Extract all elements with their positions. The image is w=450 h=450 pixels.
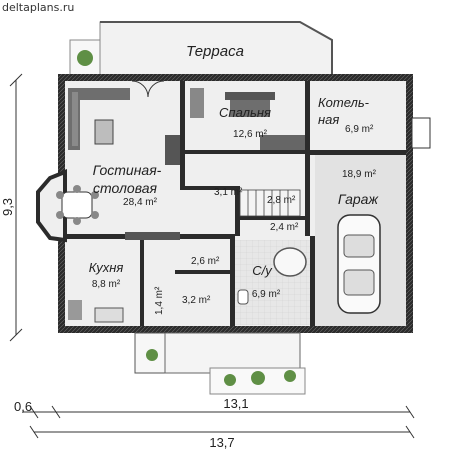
boiler-label-1: Котель-	[318, 95, 370, 110]
terrace-door	[131, 80, 165, 98]
kitchen-area: 8,8 m²	[92, 279, 121, 290]
bathtub	[273, 247, 307, 277]
staircase	[239, 189, 301, 217]
boiler-label-2: ная	[318, 112, 339, 127]
inner-width-label: 13,1	[223, 396, 248, 411]
toilet	[237, 289, 249, 305]
boiler-lower-area: 18,9 m²	[342, 169, 377, 180]
wardrobe	[260, 135, 305, 150]
watermark: deltaplans.ru	[2, 1, 75, 14]
sofa	[68, 88, 130, 150]
car	[337, 214, 381, 314]
exterior-walls	[58, 74, 413, 333]
bedroom-area: 12,6 m²	[233, 129, 268, 140]
side-door	[411, 117, 431, 149]
bay-window	[36, 169, 67, 243]
hall1-area: 3,1 m²	[214, 187, 243, 198]
height-dimension	[9, 73, 23, 342]
vestibule-area: 3,2 m²	[182, 295, 211, 306]
dining-table	[56, 185, 99, 225]
width-dimensions	[22, 405, 415, 439]
kitchen-counter	[125, 232, 180, 240]
boiler-area: 6,9 m²	[345, 124, 374, 135]
plant-icon	[77, 50, 296, 386]
hall4-area: 2,6 m²	[191, 256, 220, 267]
stove	[68, 300, 82, 320]
bath-area: 6,9 m²	[252, 289, 281, 300]
terrace-label: Терраса	[186, 43, 244, 60]
hall2-area: 2,8 m²	[267, 195, 296, 206]
fireplace	[165, 135, 180, 165]
bedroom-desk	[190, 88, 204, 118]
pantry-area: 1,4 m²	[154, 286, 165, 315]
living-area: 28,4 m²	[123, 197, 158, 208]
garage-label: Гараж	[338, 191, 380, 207]
kitchen-label: Кухня	[89, 260, 124, 275]
height-dimension-label: 9,3	[0, 198, 15, 216]
bedroom-label: Спальня	[219, 105, 271, 120]
living-label-2: столовая	[93, 180, 157, 196]
bed	[225, 92, 275, 117]
entrance-porch	[134, 332, 306, 395]
left-offset-label: 0,6	[14, 399, 32, 414]
coffee-table	[94, 119, 114, 145]
living-label-1: Гостиная-	[93, 162, 162, 178]
hall3-area: 2,4 m²	[270, 222, 299, 233]
kitchen-sink	[94, 307, 124, 323]
total-width-label: 13,7	[209, 435, 234, 450]
bath-label: С/у	[252, 263, 273, 278]
